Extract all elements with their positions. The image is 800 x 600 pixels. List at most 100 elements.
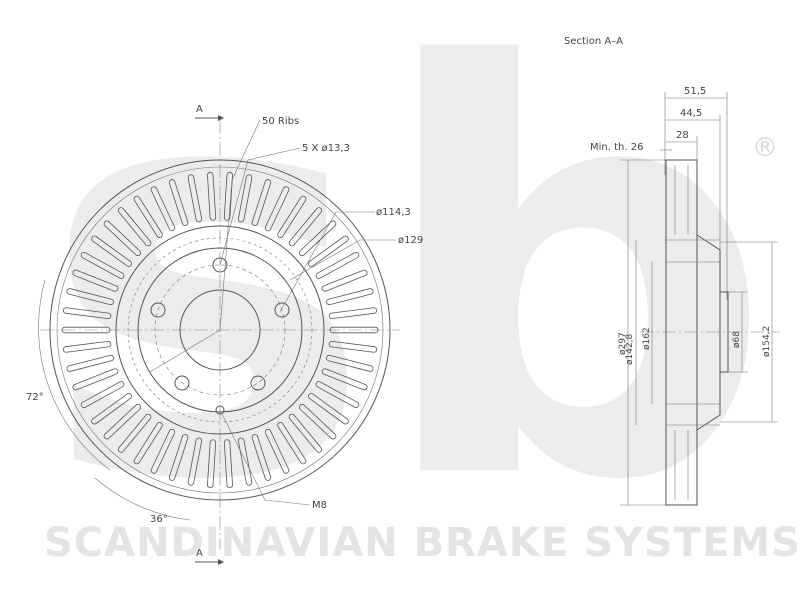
pcd-leader <box>279 211 375 313</box>
thread-label: M8 <box>312 500 327 511</box>
ring-leader <box>289 239 396 281</box>
ribs-leader <box>219 119 261 331</box>
rib-slot <box>62 307 112 320</box>
rib-slot <box>223 439 233 489</box>
arrowhead-right-icon <box>218 115 224 121</box>
rib-slot <box>187 174 203 223</box>
hat-ring-dashed <box>127 237 313 423</box>
rib-slot <box>103 404 141 440</box>
rib-slot <box>288 413 323 453</box>
rib-slot <box>315 381 360 408</box>
angle-72-label: 72° <box>26 392 44 403</box>
pcd-label: ø114,3 <box>376 207 411 218</box>
dia-bore-label: ø68 <box>732 331 742 348</box>
rib-slot <box>187 437 203 486</box>
bore-leader <box>149 329 221 373</box>
bolt-hole <box>150 302 166 318</box>
rib-slot <box>80 381 125 408</box>
rib-slot <box>299 220 337 256</box>
rib-slot <box>207 171 217 221</box>
rib-slot <box>62 340 112 353</box>
rib-slot <box>168 434 189 481</box>
disc-friction-ring <box>665 159 698 506</box>
disc-outer-chamfer <box>56 166 384 494</box>
dim-overall-height: 51,5 <box>684 86 706 97</box>
rib-slot <box>329 326 379 334</box>
section-title: Section A–A <box>564 36 623 47</box>
rib-slot <box>207 439 217 489</box>
rib-slot <box>80 252 125 279</box>
rib-slot <box>223 171 233 221</box>
disc-outer-edge <box>49 159 391 501</box>
arrowhead-right-icon <box>218 559 224 565</box>
rib-slot <box>328 340 378 353</box>
dia-hub-label: ø162 <box>642 327 652 350</box>
rib-slot <box>321 368 368 391</box>
angle-arc-36 <box>94 477 191 521</box>
angle-arc-72 <box>38 279 111 471</box>
thread-hole <box>215 405 225 415</box>
rib-slot <box>237 174 253 223</box>
ring-label: ø129 <box>398 235 423 246</box>
holes-leader <box>219 147 301 266</box>
rib-slot <box>117 207 152 247</box>
dia-braking-label: ø142,8 <box>625 333 635 365</box>
rib-slot <box>264 186 290 232</box>
hat-outer-ring <box>137 247 303 413</box>
rib-slot <box>277 422 307 465</box>
rib-slot <box>251 179 272 226</box>
center-bore <box>179 289 261 371</box>
rib-slot <box>150 428 176 474</box>
dim-hub-height: 44,5 <box>680 108 702 119</box>
rib-slot <box>326 354 374 372</box>
rib-slot <box>264 428 290 474</box>
rib-slot <box>308 393 349 425</box>
rib-slot <box>72 269 119 292</box>
rib-slot <box>103 220 141 256</box>
bolt-hole <box>250 375 266 391</box>
rib-slots <box>61 171 379 489</box>
section-view: Section A–A 51,5 44,5 28 Min. th. 26 <box>564 36 780 506</box>
bolt-hole <box>212 257 228 273</box>
rib-slot <box>288 207 323 247</box>
rib-slot <box>321 269 368 292</box>
ribs-label: 50 Ribs <box>262 116 299 127</box>
pitch-circle <box>154 264 286 396</box>
company-name-watermark: SCANDINAVIAN BRAKE SYSTEMS <box>44 520 800 566</box>
rib-slot <box>251 434 272 481</box>
rib-slot <box>150 186 176 232</box>
rib-slot <box>91 393 132 425</box>
rib-slot <box>117 413 152 453</box>
thread-leader <box>221 413 311 506</box>
ribs-inner-ring <box>115 225 325 435</box>
rib-slot <box>133 422 163 465</box>
sbs-logo-watermark: sbs <box>40 0 800 600</box>
rib-slot <box>61 326 111 334</box>
section-marker-bottom: A <box>196 548 203 559</box>
bolt-hole <box>174 375 190 391</box>
rib-slot <box>91 235 132 267</box>
rib-slot <box>72 368 119 391</box>
angle-36-label: 36° <box>150 514 168 525</box>
holes-label: 5 X ø13,3 <box>302 143 350 154</box>
rib-slot <box>133 195 163 238</box>
rib-slot <box>299 404 337 440</box>
rib-slot <box>237 437 253 486</box>
rib-slot <box>308 235 349 267</box>
rib-slot <box>328 307 378 320</box>
dim-thickness: 28 <box>676 130 689 141</box>
front-view: A A 50 Ribs 5 X ø13,3 ø114,3 ø129 M8 72°… <box>26 104 423 565</box>
registered-mark: ® <box>752 133 778 163</box>
bolt-hole <box>274 302 290 318</box>
min-thickness-label: Min. th. 26 <box>590 142 643 153</box>
rib-slot <box>277 195 307 238</box>
rib-slot <box>66 288 114 306</box>
section-marker-top: A <box>196 104 203 115</box>
rib-slot <box>168 179 189 226</box>
rib-slot <box>315 252 360 279</box>
rib-slot <box>66 354 114 372</box>
dia-hat-label: ø154,2 <box>762 326 772 357</box>
dia-outer-label: ø297 <box>618 332 628 355</box>
rib-slot <box>326 288 374 306</box>
